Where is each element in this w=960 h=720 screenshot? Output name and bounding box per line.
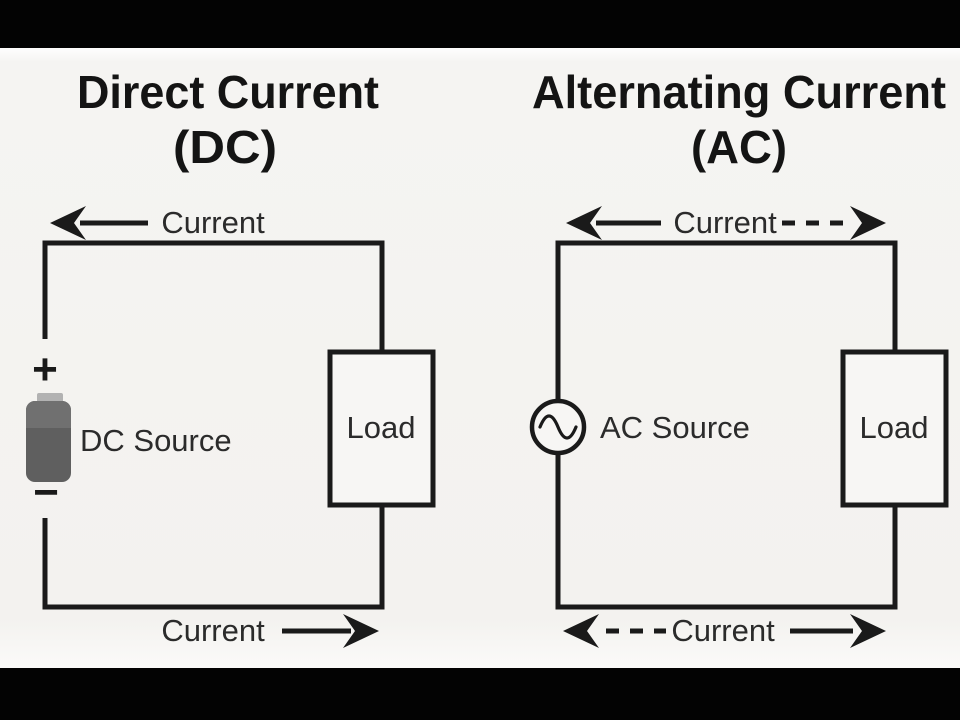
- ac-title-line1: Alternating Current: [532, 66, 946, 118]
- dc-bottom-current-arrow: Current: [161, 613, 379, 648]
- arrow-right-icon: [850, 614, 886, 648]
- battery-top-section: [26, 401, 71, 428]
- ac-bottom-current-arrow: Current: [563, 613, 886, 648]
- dc-bottom-current-label: Current: [161, 613, 265, 648]
- ac-source-label: AC Source: [600, 410, 750, 445]
- bottom-letterbox-bar: [0, 668, 960, 720]
- dc-wire-lower: [42, 505, 385, 610]
- top-letterbox-bar: [0, 0, 960, 48]
- dc-load-box: [327, 349, 436, 508]
- arrow-left-icon: [566, 206, 602, 240]
- dc-load-label: Load: [347, 410, 416, 445]
- dc-source-label: DC Source: [80, 423, 232, 458]
- battery-minus-terminal: −: [33, 468, 59, 517]
- ac-title-line2: (AC): [691, 121, 787, 173]
- battery-icon: + −: [26, 345, 71, 517]
- ac-wire-upper: [555, 240, 898, 401]
- ac-top-current-arrow: Current: [566, 205, 886, 240]
- diagram-background: [0, 48, 960, 668]
- ac-source-icon: [529, 398, 587, 456]
- ac-load-box: [840, 349, 949, 508]
- ac-top-current-label: Current: [673, 205, 777, 240]
- battery-plus-terminal: +: [32, 345, 58, 394]
- dc-title-line2: (DC): [173, 121, 277, 173]
- dc-top-current-arrow: Current: [50, 205, 265, 240]
- dc-wire-upper: [42, 240, 385, 352]
- dc-top-current-label: Current: [161, 205, 265, 240]
- arrow-left-icon: [50, 206, 86, 240]
- ac-circuit-panel: Alternating Current (AC) Current Load A: [529, 66, 949, 648]
- dc-circuit-panel: Direct Current (DC) Current Load + −: [26, 66, 436, 648]
- ac-load-label: Load: [860, 410, 929, 445]
- arrow-right-icon: [850, 206, 886, 240]
- battery-cap: [37, 393, 63, 403]
- ac-bottom-current-label: Current: [671, 613, 775, 648]
- arrow-right-icon: [343, 614, 379, 648]
- sine-wave-icon: [538, 414, 578, 440]
- arrow-left-icon: [563, 614, 599, 648]
- ac-wire-lower: [555, 453, 898, 610]
- dc-title-line1: Direct Current: [77, 66, 379, 118]
